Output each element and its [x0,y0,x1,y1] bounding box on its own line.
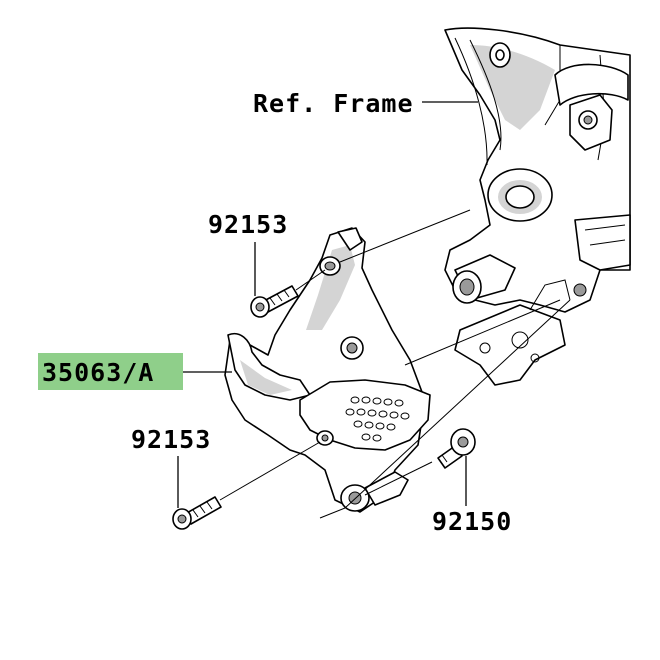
part-number-92153-upper: 92153 [208,210,288,239]
part-number-92150: 92150 [432,507,512,536]
part-number-highlight [38,353,183,390]
bolt-92153-lower [172,496,222,530]
part-number-35063-a[interactable]: 35063/A [42,358,154,387]
assembly-lines [219,209,571,519]
frame-drawing [444,27,631,386]
bolt-92153-upper [250,285,299,318]
part-number-92153-lower: 92153 [131,425,211,454]
footpeg-bracket [224,227,431,513]
ref-frame-label: Ref. Frame [253,89,414,118]
bolt-92150 [437,428,476,469]
heel-guard-perforations [345,396,410,442]
